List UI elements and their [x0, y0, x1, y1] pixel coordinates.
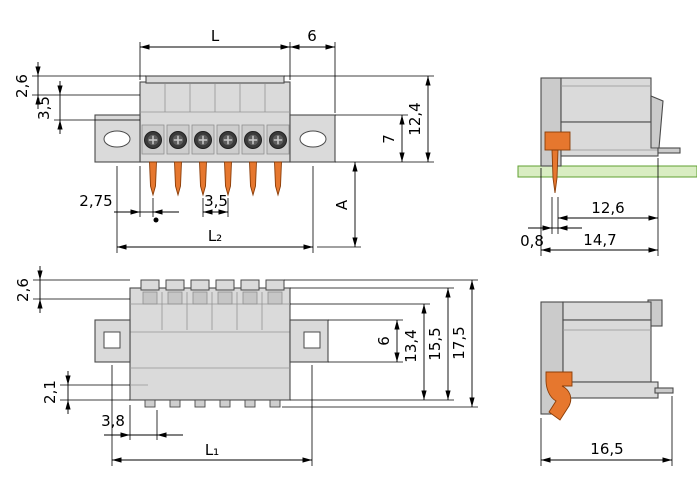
solder-pin	[174, 161, 182, 196]
top-tab	[265, 279, 285, 291]
connector-housing-side-bottom	[540, 299, 674, 421]
clamp-spring	[545, 371, 573, 421]
dimension-labels-side-top: 0,8 12,6 14,7	[520, 199, 625, 250]
solder-pin	[224, 161, 232, 196]
dim-3-8: 3,8	[101, 412, 125, 430]
dimension-labels-front-top: L 6 2,6 3,5 2,75 3,5 L₂ A 7 12,4	[13, 27, 424, 245]
solder-pin	[274, 161, 282, 196]
screw-terminal	[266, 124, 290, 155]
top-tab	[190, 279, 210, 291]
dim-17-5: 17,5	[450, 326, 468, 359]
housing-body	[129, 287, 291, 401]
screw-terminal	[141, 124, 165, 155]
dim-12-4: 12,4	[406, 102, 424, 135]
dim-2-6-top: 2,6	[13, 74, 31, 98]
dim-0-8: 0,8	[520, 232, 544, 250]
dim-14-7: 14,7	[583, 231, 616, 249]
flange-hole-left	[103, 331, 121, 349]
dim-2-1: 2,1	[41, 380, 59, 404]
dim-15-5: 15,5	[426, 327, 444, 360]
dimension-labels-front-bottom: 2,6 2,1 3,8 L₁ 6 13,4 15,5 17,5	[14, 278, 468, 459]
screw-terminal	[241, 124, 265, 155]
dimension-lines-front-top	[32, 42, 434, 253]
connector-housing-front-top	[94, 75, 336, 223]
housing-cover	[562, 301, 652, 321]
clamp-spring	[544, 131, 571, 151]
dim-3-5-top: 3,5	[35, 96, 53, 120]
housing-foot	[269, 399, 281, 408]
connector-housing-side-top	[517, 77, 697, 194]
dim-2-75: 2,75	[79, 192, 112, 210]
dimension-lines-front-bottom	[33, 266, 478, 466]
view-front-top: L 6 2,6 3,5 2,75 3,5 L₂ A 7 12,4	[13, 27, 434, 253]
dimension-labels-side-bottom: 16,5	[590, 440, 623, 458]
housing-foot	[169, 399, 181, 408]
contact-pin-right	[657, 147, 681, 154]
contact-pin-right	[654, 387, 674, 394]
dim-16-5: 16,5	[590, 440, 623, 458]
dim-6-bottom: 6	[375, 336, 393, 346]
pole-opening	[142, 291, 158, 305]
connector-housing-front-bottom	[94, 279, 329, 408]
solder-pin	[249, 161, 257, 196]
flange-hole-right	[303, 331, 321, 349]
screw-terminal	[216, 124, 240, 155]
dim-L1: L₁	[205, 441, 219, 459]
top-tab	[165, 279, 185, 291]
latch-lever	[650, 95, 664, 149]
housing-foot	[194, 399, 206, 408]
top-tab	[215, 279, 235, 291]
dim-A: A	[333, 199, 351, 210]
solder-pin-side	[551, 149, 559, 194]
dimension-lines-side-top	[528, 158, 659, 256]
pole-opening	[217, 291, 233, 305]
dim-12-6: 12,6	[591, 199, 624, 217]
solder-pin	[149, 161, 157, 196]
housing-lower	[560, 121, 659, 157]
view-front-bottom: 2,6 2,1 3,8 L₁ 6 13,4 15,5 17,5	[14, 266, 478, 466]
dimension-lines-side-bottom	[540, 396, 673, 466]
housing-cover	[560, 77, 652, 123]
pole-opening	[242, 291, 258, 305]
flange-slot-left	[103, 130, 131, 148]
dim-2-6-bottom: 2,6	[14, 278, 32, 302]
dim-13-4: 13,4	[402, 329, 420, 362]
housing-foot	[219, 399, 231, 408]
housing-rim	[145, 75, 285, 84]
datum-dot	[153, 217, 159, 223]
housing-lower	[562, 381, 659, 399]
view-side-bottom: 16,5	[540, 299, 674, 466]
pcb-board	[517, 165, 697, 178]
housing-foot	[144, 399, 156, 408]
top-tab	[240, 279, 260, 291]
pole-opening	[167, 291, 183, 305]
dim-6-flange: 6	[307, 27, 317, 45]
solder-pin	[199, 161, 207, 196]
dim-3-5-pitch: 3,5	[204, 192, 228, 210]
top-tab	[140, 279, 160, 291]
screw-terminal	[191, 124, 215, 155]
pole-opening	[267, 291, 283, 305]
pole-opening	[192, 291, 208, 305]
dim-L: L	[211, 27, 220, 45]
flange-slot-right	[299, 130, 327, 148]
housing-foot	[244, 399, 256, 408]
dim-7: 7	[380, 134, 398, 144]
view-side-top: 0,8 12,6 14,7	[517, 77, 697, 256]
screw-terminal	[166, 124, 190, 155]
housing-main	[562, 319, 652, 383]
dim-L2: L₂	[208, 227, 222, 245]
